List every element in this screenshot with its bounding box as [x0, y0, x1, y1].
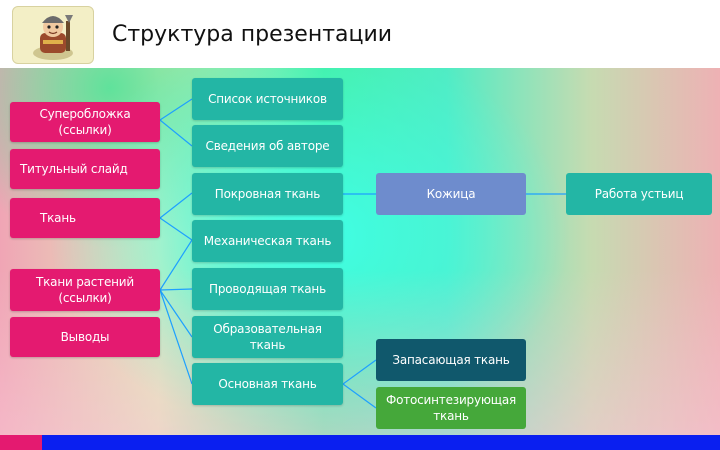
node-tkani-rasteniy[interactable]: Ткани растений (ссылки): [10, 269, 160, 311]
node-label: Покровная ткань: [214, 187, 321, 201]
node-provodyashchaya-tkan[interactable]: Проводящая ткань: [192, 268, 343, 310]
node-osnovnaya-tkan[interactable]: Основная ткань: [192, 363, 343, 405]
node-rabota-ustyits[interactable]: Работа устьиц: [566, 173, 712, 215]
bottom-bar: [0, 435, 720, 450]
node-label: Титульный слайд: [20, 162, 128, 176]
node-label: Суперобложка (ссылки): [39, 107, 131, 137]
node-label: Работа устьиц: [594, 187, 684, 201]
node-label: Фотосинтезирующая ткань: [385, 393, 517, 423]
node-zapasayushchaya-tkan[interactable]: Запасающая ткань: [376, 339, 526, 381]
node-obrazovatelnaya-tkan[interactable]: Образовательная ткань: [192, 316, 343, 358]
node-superoblozhka[interactable]: Суперобложка (ссылки): [10, 102, 160, 142]
node-label: Проводящая ткань: [209, 282, 326, 296]
node-pokrovnaya-tkan[interactable]: Покровная ткань: [192, 173, 343, 215]
bottom-bar-strip: [42, 435, 720, 450]
node-label: Выводы: [60, 330, 110, 344]
node-tkan[interactable]: Ткань: [10, 198, 160, 238]
header: Структура презентации: [0, 0, 720, 68]
node-label: Ткани растений (ссылки): [36, 275, 134, 305]
node-label: Ткань: [40, 211, 76, 225]
node-fotosinteziruyushchaya-tkan[interactable]: Фотосинтезирующая ткань: [376, 387, 526, 429]
node-vyvody[interactable]: Выводы: [10, 317, 160, 357]
connector-tkani-rasteniy: [159, 239, 193, 385]
node-svedeniya-ob-avtore[interactable]: Сведения об авторе: [192, 125, 343, 167]
connector-osnovnaya: [342, 359, 377, 409]
node-titulnyy-slayd[interactable]: Титульный слайд: [10, 149, 160, 189]
node-label: Сведения об авторе: [205, 139, 330, 153]
slide-title: Структура презентации: [112, 22, 393, 47]
node-spisok-istochnikov[interactable]: Список источников: [192, 78, 343, 120]
node-label: Запасающая ткань: [392, 353, 510, 367]
connector-superoblozhka: [159, 98, 193, 147]
node-label: Образовательная ткань: [213, 322, 322, 352]
node-mekhanicheskaya-tkan[interactable]: Механическая ткань: [192, 220, 343, 262]
node-label: Основная ткань: [218, 377, 317, 391]
node-label: Список источников: [208, 92, 327, 106]
node-label: Механическая ткань: [203, 234, 332, 248]
node-kozhitsa[interactable]: Кожица: [376, 173, 526, 215]
bottom-bar-accent: [0, 435, 42, 450]
cartoon-character-logo-icon: [12, 6, 94, 64]
node-label: Кожица: [426, 187, 476, 201]
connector-tkan: [159, 192, 193, 241]
